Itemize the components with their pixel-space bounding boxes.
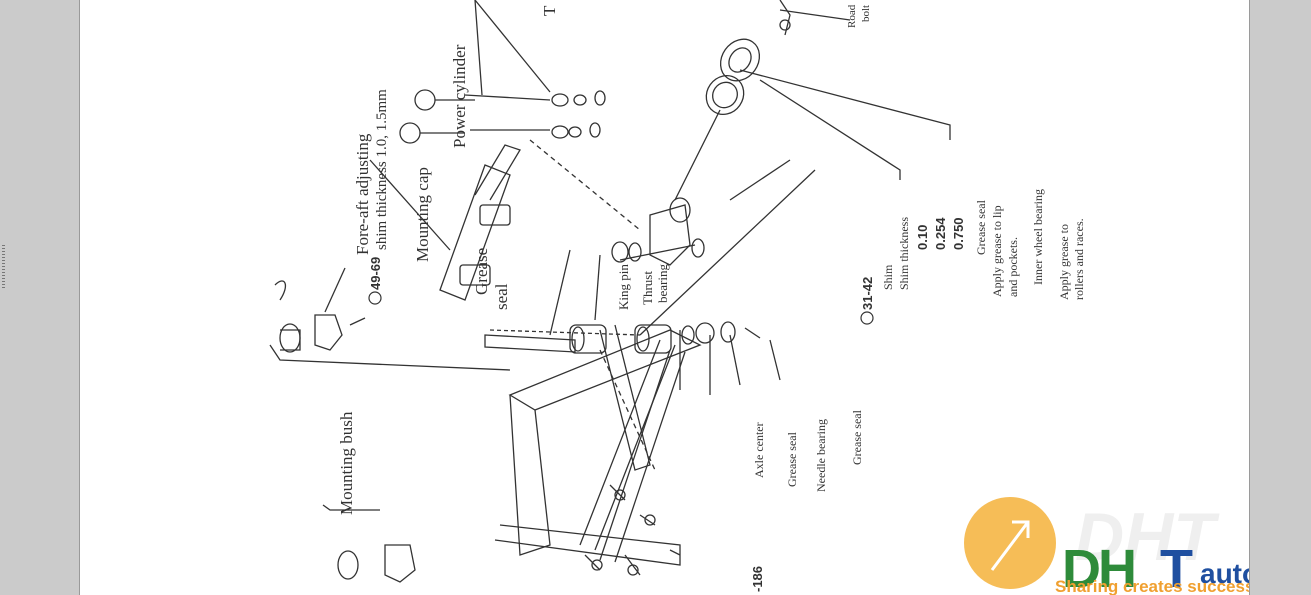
label-power-cylinder: Power cylinder (450, 44, 469, 148)
logo-t: T (1160, 539, 1193, 595)
label-shim-line2: Shim thickness (897, 217, 911, 290)
label-king-pin: King pin (616, 264, 631, 310)
label-mounting-cap: Mounting cap (413, 167, 432, 262)
label-shim-value-3: 0.750 (951, 217, 966, 250)
torque-icon-1 (368, 291, 382, 305)
label-fore-aft-line2: shim thickness 1.0, 1.5mm (374, 89, 390, 250)
logo-tagline: Sharing creates success (1055, 577, 1249, 595)
label-inner-wheel-bearing: Inner wheel bearing (1031, 189, 1045, 285)
label-apply-lip-line1: Apply grease to lip (990, 205, 1004, 297)
steering-axle-exploded-diagram: Fore-aft adjusting shim thickness 1.0, 1… (269, 0, 1249, 595)
label-grease-seal-top-line2: seal (492, 283, 511, 310)
watermark-logo: DHT D H T auto Sharing creates success (964, 497, 1249, 595)
label-thrust-line1: Thrust (640, 271, 655, 305)
logo-arrow-icon (990, 520, 1030, 571)
label-apply-rollers-line2: rollers and races. (1072, 218, 1086, 300)
document-page: Fore-aft adjusting shim thickness 1.0, 1… (80, 0, 1249, 595)
label-thrust-line2: bearing (655, 264, 670, 303)
label-top-cut: T (540, 5, 559, 16)
label-grease-seal-lower: Grease seal (850, 409, 864, 465)
label-torque-31-42: 31-42 (860, 277, 875, 310)
torque-symbols (368, 291, 874, 325)
splitter-grip[interactable] (2, 245, 5, 290)
label-fore-aft-line1: Fore-aft adjusting (353, 133, 372, 255)
label-grease-seal-right: Grease seal (974, 199, 988, 255)
label-grease-seal-bottom: Grease seal (785, 431, 799, 487)
label-shim-value-2: 0.254 (933, 217, 948, 250)
label-shim-line1: Shim (881, 264, 895, 290)
diagram-linework (269, 0, 951, 583)
label-cut-road-line2: bolt (860, 5, 872, 22)
label-needle-bearing: Needle bearing (814, 419, 828, 492)
label-cut-road-line1: Road (846, 4, 858, 28)
label-torque-49-69: 49-69 (368, 257, 383, 290)
logo-circle-icon (964, 497, 1056, 589)
label-apply-rollers-line1: Apply grease to (1057, 224, 1071, 300)
viewer-right-gutter (1249, 0, 1311, 595)
logo-ghost-text: DHT (1075, 499, 1220, 575)
logo-auto: auto (1200, 558, 1249, 589)
viewer-left-gutter (0, 0, 80, 595)
label-shim-value-1: 0.10 (915, 225, 930, 250)
label-axle-center: Axle center (752, 422, 766, 478)
diagram-labels: Fore-aft adjusting shim thickness 1.0, 1… (337, 4, 1086, 592)
label-grease-seal-top-line1: Grease (472, 248, 491, 295)
torque-icon-2 (860, 311, 874, 325)
label-mounting-bush: Mounting bush (337, 411, 356, 515)
label-apply-lip-line2: and pockets. (1006, 237, 1020, 297)
label-torque-186: -186 (750, 566, 765, 592)
logo-d: D (1062, 539, 1101, 595)
logo-h: H (1098, 539, 1137, 595)
